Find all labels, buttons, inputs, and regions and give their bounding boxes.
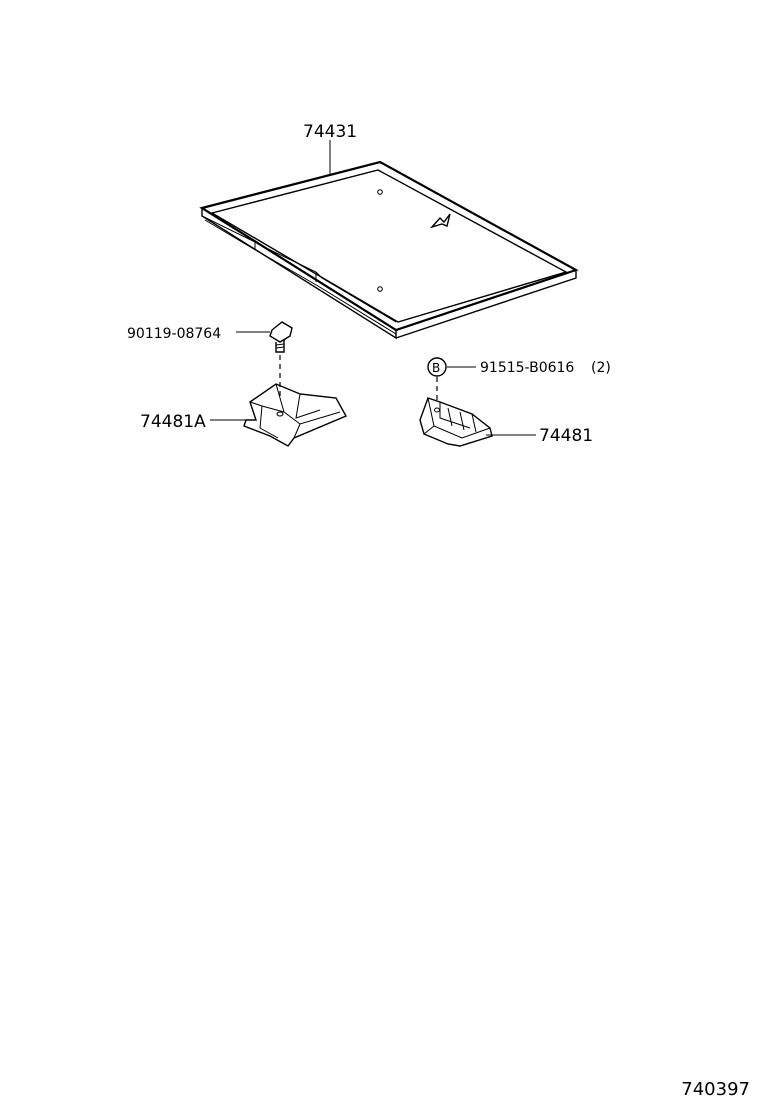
pin-quantity: (2) — [591, 360, 611, 376]
bracket-a — [210, 383, 347, 447]
pin-callout — [427, 357, 476, 402]
bolt-part-number: 90119-08764 — [127, 326, 221, 342]
battery-tray — [199, 140, 579, 340]
bolt — [236, 321, 293, 353]
pin-part-number: 91515-B0616 — [480, 360, 574, 376]
callout-b-circle — [427, 357, 447, 377]
document-code: 740397 — [681, 1079, 750, 1100]
bracket-a-part-number: 74481A — [140, 412, 206, 432]
tray-part-number: 74431 — [303, 122, 357, 142]
bracket-part-number: 74481 — [539, 426, 593, 446]
bracket — [419, 397, 536, 447]
callout-b-letter: B — [432, 361, 440, 375]
